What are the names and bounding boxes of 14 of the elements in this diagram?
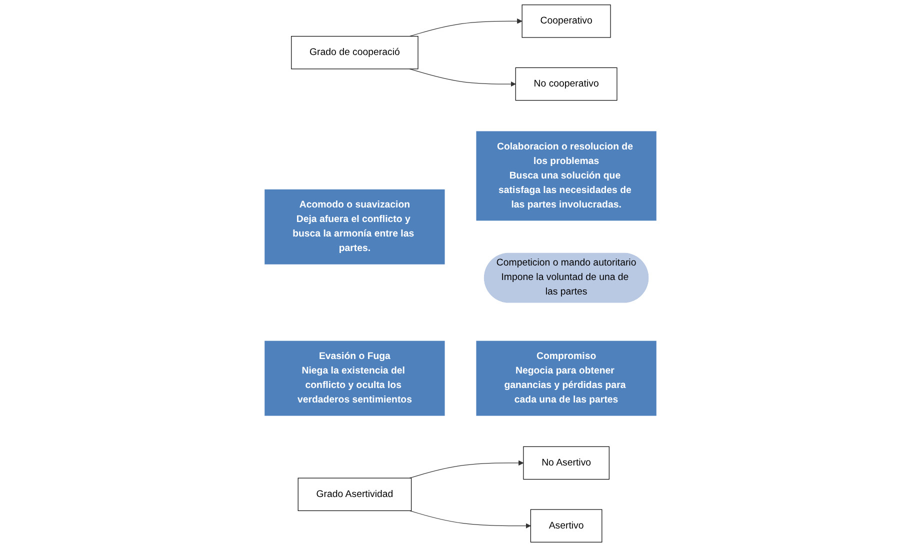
- node-box: Colaboracion o resolucion de los problemas Busca una solución que satisfaga las necesidades de las partes involucradas.: [475, 130, 658, 222]
- node-box: No cooperativo: [515, 67, 618, 101]
- arrow: [409, 510, 531, 528]
- node-box: Grado Asertividad: [298, 478, 412, 512]
- node-box: Cooperativo: [522, 4, 611, 38]
- node-box: Asertivo: [530, 509, 602, 542]
- arrow: [409, 460, 524, 478]
- node-box: Acomodo o suavizacion Deja afuera el conflicto y busca la armonía entre las partes.: [263, 188, 446, 266]
- node-box: Evasión o Fuga Niega la existencia del conflicto y oculta los verdaderos sentimientos: [263, 340, 446, 418]
- node-box: Grado de cooperació: [291, 36, 418, 70]
- node-box: No Asertivo: [523, 446, 610, 480]
- node-box: Compromiso Negocia para obtener ganancias y pérdidas para cada una de las partes: [475, 340, 658, 418]
- arrow: [409, 18, 522, 37]
- arrow: [409, 68, 516, 87]
